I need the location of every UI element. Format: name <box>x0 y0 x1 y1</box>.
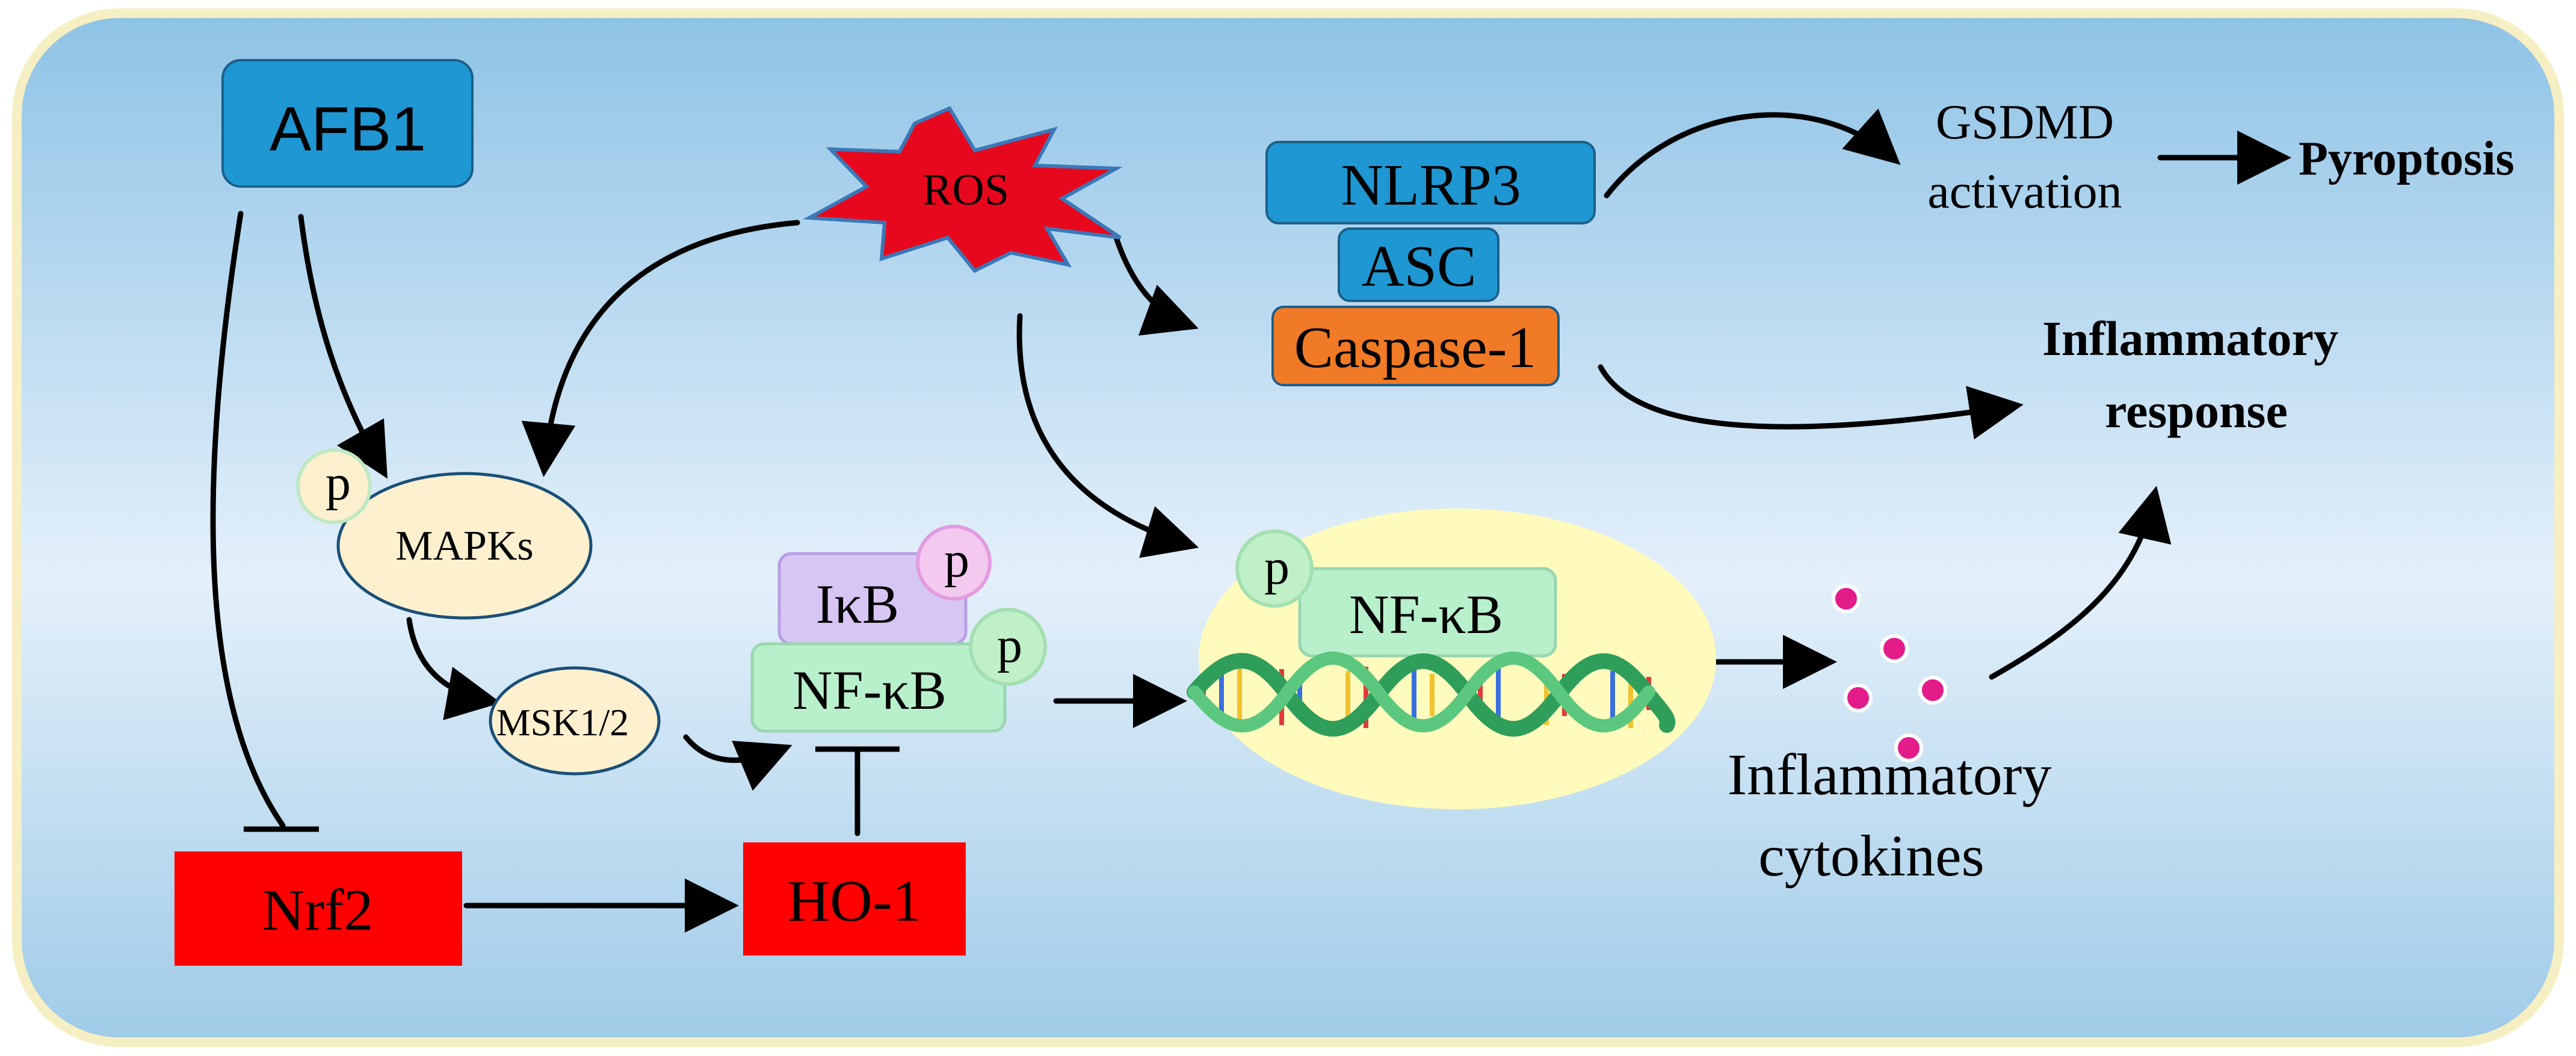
mapks-label: MAPKs <box>395 523 534 569</box>
ikb-phospho-circle <box>916 525 992 601</box>
nuclear-phospho-circle <box>1235 530 1314 608</box>
cytokine-dot <box>1844 684 1873 712</box>
inflammatory-response-node: Inflammatory response <box>2042 311 2338 438</box>
ho1-box <box>743 842 966 956</box>
cytokines-label-line1: Inflammatory <box>1728 743 2052 807</box>
arrow-msk-to-nfkb <box>683 734 792 791</box>
msk12-oval <box>489 666 661 776</box>
pathway-connectors <box>210 108 2291 933</box>
ros-starburst <box>803 106 1123 273</box>
gsdmd-label-line2: activation <box>1927 164 2122 218</box>
pyroptosis-label: Pyroptosis <box>2299 132 2515 185</box>
inflammasome-complex: NLRP3 ASC Caspase-1 <box>1265 141 1596 386</box>
ho1-label: HO-1 <box>787 869 921 934</box>
gsdmd-node: GSDMD activation <box>1927 94 2122 218</box>
msk12-node: MSK1/2 <box>489 666 661 776</box>
nlrp3-box <box>1265 141 1596 224</box>
cytokine-dot <box>1894 733 1923 762</box>
cytokine-dots <box>1832 584 1947 762</box>
ikb-phospho-label: p <box>944 532 969 588</box>
inflammatory-response-line1: Inflammatory <box>2042 311 2338 366</box>
nfkb-phospho-label: p <box>997 617 1022 673</box>
mapks-node: MAPKs p <box>296 448 593 620</box>
background-panel <box>12 8 2564 1047</box>
ho1-node: HO-1 <box>743 842 966 956</box>
caspase1-label: Caspase-1 <box>1294 315 1537 380</box>
nuclear-nfkb-label: NF-κB <box>1349 584 1503 645</box>
nrf2-node: Nrf2 <box>175 851 462 966</box>
arrow-inflammasome-to-response <box>1598 364 2024 440</box>
ros-node: ROS <box>803 106 1123 273</box>
ikb-nfkb-complex: IκB p NF-κB p <box>750 525 1047 733</box>
nlrp3-label: NLRP3 <box>1341 153 1521 218</box>
cytokines-label-line2: cytokines <box>1758 824 1985 889</box>
arrow-inflammasome-to-gsdmd <box>1604 108 1901 199</box>
ros-label: ROS <box>922 165 1009 215</box>
inhibit-afb1-to-nrf2 <box>210 211 286 829</box>
nfkb-complex-box <box>750 642 1007 733</box>
mapks-phospho-label: p <box>326 455 351 511</box>
ikb-label: IκB <box>816 573 899 635</box>
inflammatory-response-line2: response <box>2105 383 2288 438</box>
asc-box <box>1338 227 1500 302</box>
msk12-label: MSK1/2 <box>496 701 629 744</box>
gsdmd-label-line1: GSDMD <box>1936 94 2114 149</box>
dna-helix-icon <box>1187 651 1676 737</box>
cytokine-dot <box>1880 634 1909 663</box>
caspase1-box <box>1271 306 1560 386</box>
asc-label: ASC <box>1362 234 1477 299</box>
arrow-afb1-to-mapks <box>298 214 388 479</box>
mapks-phospho-circle <box>296 448 372 524</box>
nucleus-node: NF-κB p <box>1187 508 1716 809</box>
nuclear-phospho-label: p <box>1264 539 1290 595</box>
nrf2-box <box>175 851 462 966</box>
inflammatory-cytokines-node: Inflammatory cytokines <box>1728 743 2052 889</box>
cytokine-dot <box>1918 676 1947 705</box>
arrow-ros-to-inflammasome <box>1113 235 1199 336</box>
arrow-mapks-to-msk <box>406 617 501 720</box>
cytokine-dot <box>1832 584 1861 613</box>
mapks-oval <box>336 472 593 620</box>
afb1-label: AFB1 <box>270 94 426 164</box>
arrow-cytokines-to-response <box>1989 486 2172 680</box>
afb1-node: AFB1 <box>221 59 474 188</box>
nrf2-label: Nrf2 <box>262 878 373 943</box>
nfkb-complex-label: NF-κB <box>792 659 947 721</box>
nfkb-phospho-circle <box>969 608 1047 686</box>
arrow-ros-to-mapks <box>521 220 800 477</box>
arrow-ros-to-nucleus <box>1016 313 1199 558</box>
